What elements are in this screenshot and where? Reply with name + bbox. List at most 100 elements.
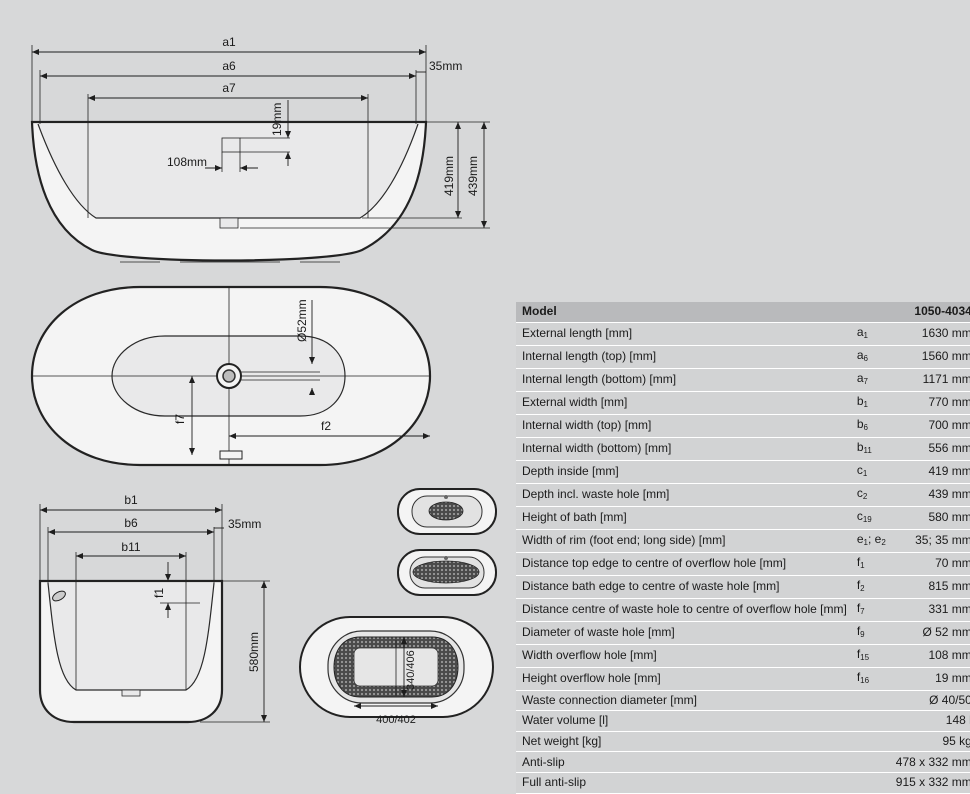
row-symbol: f16 bbox=[850, 667, 890, 691]
label-a7: a7 bbox=[222, 81, 236, 95]
anti-slip-detail-view: 340/406 400/402 bbox=[299, 616, 494, 726]
row-symbol: f15 bbox=[850, 644, 890, 668]
row-symbol: f7 bbox=[850, 598, 890, 622]
label-antislip-h: 340/406 bbox=[405, 650, 417, 690]
overflow-hole-top bbox=[219, 450, 243, 460]
label-b1: b1 bbox=[124, 493, 138, 507]
row-value: 556 mm bbox=[889, 437, 970, 461]
row-symbol bbox=[850, 751, 890, 773]
full-anti-slip-small-view bbox=[397, 549, 497, 596]
row-label: Anti-slip bbox=[516, 751, 851, 773]
table-row: Net weight [kg] 95 kg bbox=[516, 731, 970, 753]
spec-table-header: Model 1050-4034 bbox=[516, 302, 970, 323]
label-depth-419: 419mm bbox=[442, 156, 456, 196]
label-b6: b6 bbox=[124, 516, 138, 530]
row-label: Depth inside [mm] bbox=[516, 460, 851, 484]
row-label: External length [mm] bbox=[516, 322, 851, 346]
overflow-hole-side bbox=[221, 137, 241, 153]
table-row: Water volume [l]148 l bbox=[516, 710, 970, 732]
row-symbol bbox=[850, 772, 890, 794]
row-symbol: a7 bbox=[850, 368, 890, 392]
row-label: Distance bath edge to centre of waste ho… bbox=[516, 575, 851, 599]
row-label: Width of rim (foot end; long side) [mm] bbox=[516, 529, 851, 553]
row-symbol: f9 bbox=[850, 621, 890, 645]
table-row: Waste connection diameter [mm]Ø 40/50 bbox=[516, 690, 970, 712]
table-row: Distance bath edge to centre of waste ho… bbox=[516, 575, 970, 599]
row-value: 95 kg bbox=[889, 731, 970, 753]
label-f2: f2 bbox=[321, 419, 331, 433]
row-value: 1560 mm bbox=[889, 345, 970, 369]
label-overflow-19: 19mm bbox=[270, 103, 284, 136]
row-symbol: b1 bbox=[850, 391, 890, 415]
label-f1: f1 bbox=[152, 588, 166, 598]
row-value: 580 mm bbox=[889, 506, 970, 530]
row-symbol: c1 bbox=[850, 460, 890, 484]
row-symbol: a1 bbox=[850, 322, 890, 346]
row-label: Height of bath [mm] bbox=[516, 506, 851, 530]
row-label: Width overflow hole [mm] bbox=[516, 644, 851, 668]
technical-drawing: a1 a6 35mm a7 19mm 108mm 419mm 439mm bbox=[30, 35, 497, 726]
row-symbol: e1; e2 bbox=[850, 529, 890, 553]
row-label: Net weight [kg] bbox=[516, 731, 851, 753]
label-waste-52: Ø52mm bbox=[295, 299, 309, 342]
row-value: 815 mm bbox=[889, 575, 970, 599]
overflow-knob-end bbox=[52, 590, 66, 602]
row-label: Distance top edge to centre of overflow … bbox=[516, 552, 851, 576]
row-value: 478 x 332 mm bbox=[889, 751, 970, 773]
table-row: Width of rim (foot end; long side) [mm]e… bbox=[516, 529, 970, 553]
row-value: 1630 mm bbox=[889, 322, 970, 346]
row-symbol bbox=[850, 690, 890, 712]
label-a1: a1 bbox=[222, 35, 236, 49]
row-value: 1171 mm bbox=[889, 368, 970, 392]
tub-end-inner bbox=[47, 582, 215, 691]
waste-outlet-side bbox=[219, 217, 239, 229]
row-label: Internal width (bottom) [mm] bbox=[516, 437, 851, 461]
table-row: Distance centre of waste hole to centre … bbox=[516, 598, 970, 622]
row-symbol: a6 bbox=[850, 345, 890, 369]
row-value: 700 mm bbox=[889, 414, 970, 438]
table-row: Anti-slip 478 x 332 mm bbox=[516, 751, 970, 773]
label-overflow-108: 108mm bbox=[167, 155, 207, 169]
anti-slip-small-view bbox=[397, 488, 497, 535]
row-label: Depth incl. waste hole [mm] bbox=[516, 483, 851, 507]
row-value: 770 mm bbox=[889, 391, 970, 415]
row-label: Full anti-slip bbox=[516, 772, 851, 794]
label-depth-439: 439mm bbox=[466, 156, 480, 196]
row-value: 108 mm bbox=[889, 644, 970, 668]
row-symbol: f1 bbox=[850, 552, 890, 576]
row-symbol: f2 bbox=[850, 575, 890, 599]
label-height-580: 580mm bbox=[247, 632, 261, 672]
row-symbol bbox=[850, 731, 890, 753]
top-view: Ø52mm f7 f2 bbox=[30, 285, 432, 467]
label-antislip-w: 400/402 bbox=[376, 714, 416, 726]
row-value: 419 mm bbox=[889, 460, 970, 484]
label-b11: b11 bbox=[121, 540, 140, 554]
table-row: Distance top edge to centre of overflow … bbox=[516, 552, 970, 576]
model-number: 1050-4034 bbox=[889, 302, 970, 323]
row-value: 331 mm bbox=[889, 598, 970, 622]
row-symbol: c2 bbox=[850, 483, 890, 507]
row-symbol: c19 bbox=[850, 506, 890, 530]
row-symbol bbox=[850, 710, 890, 732]
side-elevation-view: a1 a6 35mm a7 19mm 108mm 419mm 439mm bbox=[30, 35, 490, 263]
row-label: Internal length (bottom) [mm] bbox=[516, 368, 851, 392]
row-label: External width [mm] bbox=[516, 391, 851, 415]
row-label: Internal width (top) [mm] bbox=[516, 414, 851, 438]
row-label: Distance centre of waste hole to centre … bbox=[516, 598, 851, 622]
row-value: 439 mm bbox=[889, 483, 970, 507]
row-value: 35; 35 mm bbox=[889, 529, 970, 553]
label-rim-35-top: 35mm bbox=[429, 59, 462, 73]
row-label: Waste connection diameter [mm] bbox=[516, 690, 851, 712]
